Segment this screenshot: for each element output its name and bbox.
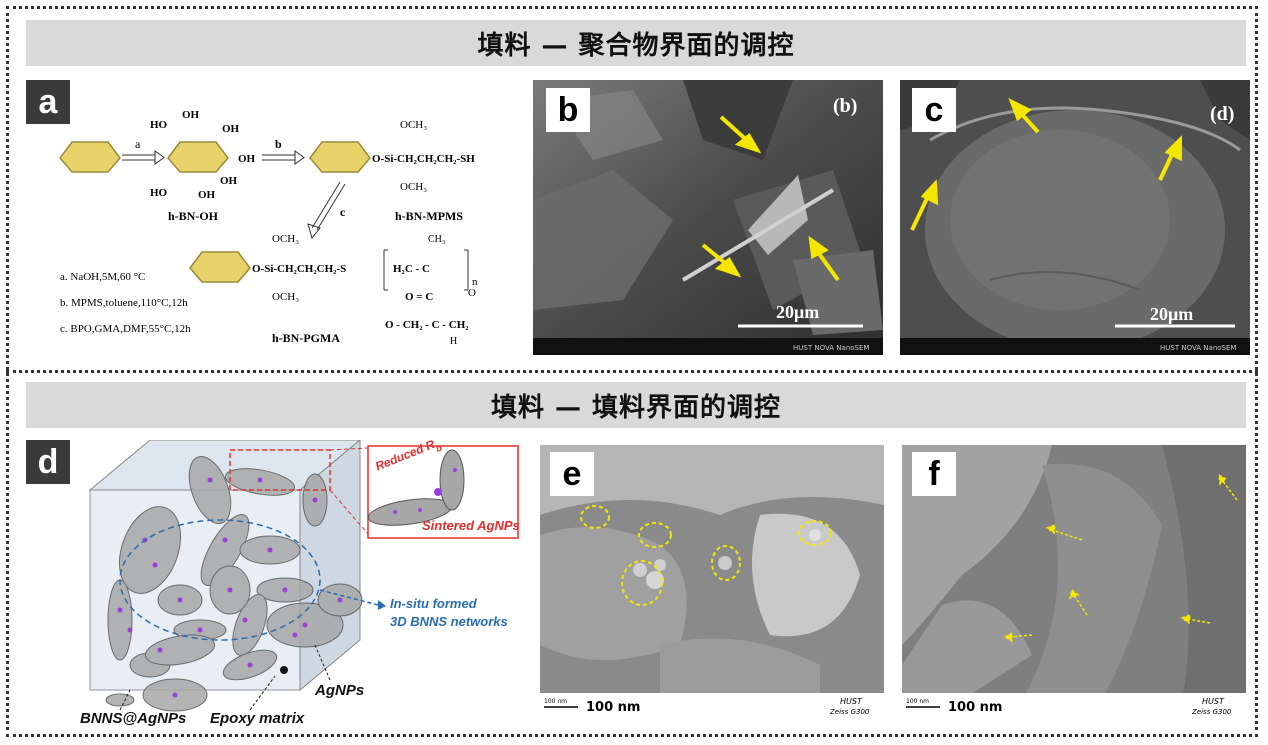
svg-text:Epoxy matrix: Epoxy matrix	[210, 710, 305, 727]
svg-text:c: c	[340, 205, 346, 219]
svg-text:HO: HO	[150, 187, 168, 199]
svg-text:OH: OH	[182, 110, 200, 121]
svg-text:100 nm: 100 nm	[544, 698, 567, 705]
svg-text:(d): (d)	[1210, 103, 1234, 125]
svg-text:(b): (b)	[833, 95, 857, 117]
svg-text:O = C: O = C	[405, 291, 433, 303]
bnns-flakes	[105, 456, 363, 712]
svg-text:b. MPMS,toluene,110°C,12h: b. MPMS,toluene,110°C,12h	[60, 297, 188, 309]
sem-image-b: (b) 20μm HUST NOVA NanoSEM	[533, 80, 883, 355]
svg-text:20μm: 20μm	[1150, 304, 1193, 324]
svg-text:3D BNNS networks: 3D BNNS networks	[390, 614, 508, 629]
hbn-sheet-3	[309, 141, 371, 173]
svg-text:O - CH₂ - C - CH₂: O - CH₂ - C - CH₂	[385, 319, 469, 331]
svg-text:h-BN-OH: h-BN-OH	[168, 209, 219, 223]
svg-text:OCH₃: OCH₃	[272, 291, 299, 303]
svg-text:OH: OH	[198, 189, 216, 201]
svg-text:100 nm: 100 nm	[586, 700, 640, 715]
banner-filler-filler: 填料 — 填料界面的调控	[26, 382, 1246, 428]
svg-text:OH: OH	[222, 123, 240, 135]
bnns-network-diagram: Reduced Rb Sintered AgNPs In-situ formed…	[60, 437, 530, 730]
reaction-scheme: a HO OH OH OH OH HO OH h-BN-OH b OCH₃ O-…	[50, 109, 520, 360]
svg-text:h-BN-PGMA: h-BN-PGMA	[272, 331, 340, 345]
svg-text:OH: OH	[238, 153, 256, 165]
svg-text:OH: OH	[220, 175, 238, 187]
svg-text:a. NaOH,5M,60 °C: a. NaOH,5M,60 °C	[60, 271, 145, 283]
svg-text:OCH₃: OCH₃	[400, 181, 427, 193]
hbn-sheet-2	[167, 141, 229, 173]
svg-text:100 nm: 100 nm	[906, 698, 929, 705]
panel-label-f: f	[912, 452, 956, 496]
svg-text:HUST: HUST	[1202, 697, 1225, 706]
svg-text:n: n	[472, 276, 478, 288]
svg-text:OCH₃: OCH₃	[400, 119, 427, 131]
section-divider	[6, 370, 1258, 373]
panel-label-c: c	[912, 88, 956, 132]
panel-label-d: d	[26, 440, 70, 484]
svg-text:h-BN-MPMS: h-BN-MPMS	[395, 209, 463, 223]
svg-text:AgNPs: AgNPs	[314, 682, 364, 699]
banner-filler-polymer: 填料 — 聚合物界面的调控	[26, 20, 1246, 66]
hbn-sheet-4	[189, 251, 251, 283]
panel-label-b: b	[546, 88, 590, 132]
panel-label-e: e	[550, 452, 594, 496]
sem-image-e: 100 nm 100 nm HUST Zeiss G300	[540, 445, 884, 717]
svg-text:100 nm: 100 nm	[948, 700, 1002, 715]
panel-label-a: a	[26, 80, 70, 124]
agnp-dots	[117, 477, 343, 698]
svg-text:Zeiss G300: Zeiss G300	[1191, 708, 1232, 716]
svg-text:HO: HO	[150, 119, 168, 131]
svg-text:In-situ formed: In-situ formed	[390, 596, 478, 611]
svg-text:O-Si-CH₂CH₂CH₂-S: O-Si-CH₂CH₂CH₂-S	[252, 263, 346, 275]
hbn-sheet-1	[59, 141, 121, 173]
svg-text:20μm: 20μm	[776, 302, 819, 322]
svg-text:CH₃: CH₃	[428, 234, 445, 245]
svg-text:H₂C - C: H₂C - C	[393, 263, 430, 275]
svg-text:Sintered AgNPs: Sintered AgNPs	[422, 518, 520, 533]
svg-text:OCH₃: OCH₃	[272, 233, 299, 245]
svg-text:HUST: HUST	[840, 697, 863, 706]
svg-text:HUST NOVA NanoSEM: HUST NOVA NanoSEM	[1160, 344, 1236, 352]
svg-text:c. BPO,GMA,DMF,55°C,12h: c. BPO,GMA,DMF,55°C,12h	[60, 323, 191, 335]
svg-text:HUST NOVA NanoSEM: HUST NOVA NanoSEM	[793, 344, 869, 352]
svg-text:O: O	[468, 287, 476, 299]
svg-text:BNNS@AgNPs: BNNS@AgNPs	[80, 710, 186, 727]
svg-text:a: a	[135, 137, 141, 151]
svg-text:H: H	[450, 336, 457, 347]
sem-image-f: 100 nm 100 nm HUST Zeiss G300	[902, 445, 1246, 717]
svg-text:Zeiss G300: Zeiss G300	[829, 708, 870, 716]
svg-text:O-Si-CH₂CH₂CH₂-SH: O-Si-CH₂CH₂CH₂-SH	[372, 153, 475, 165]
svg-text:b: b	[275, 137, 282, 151]
